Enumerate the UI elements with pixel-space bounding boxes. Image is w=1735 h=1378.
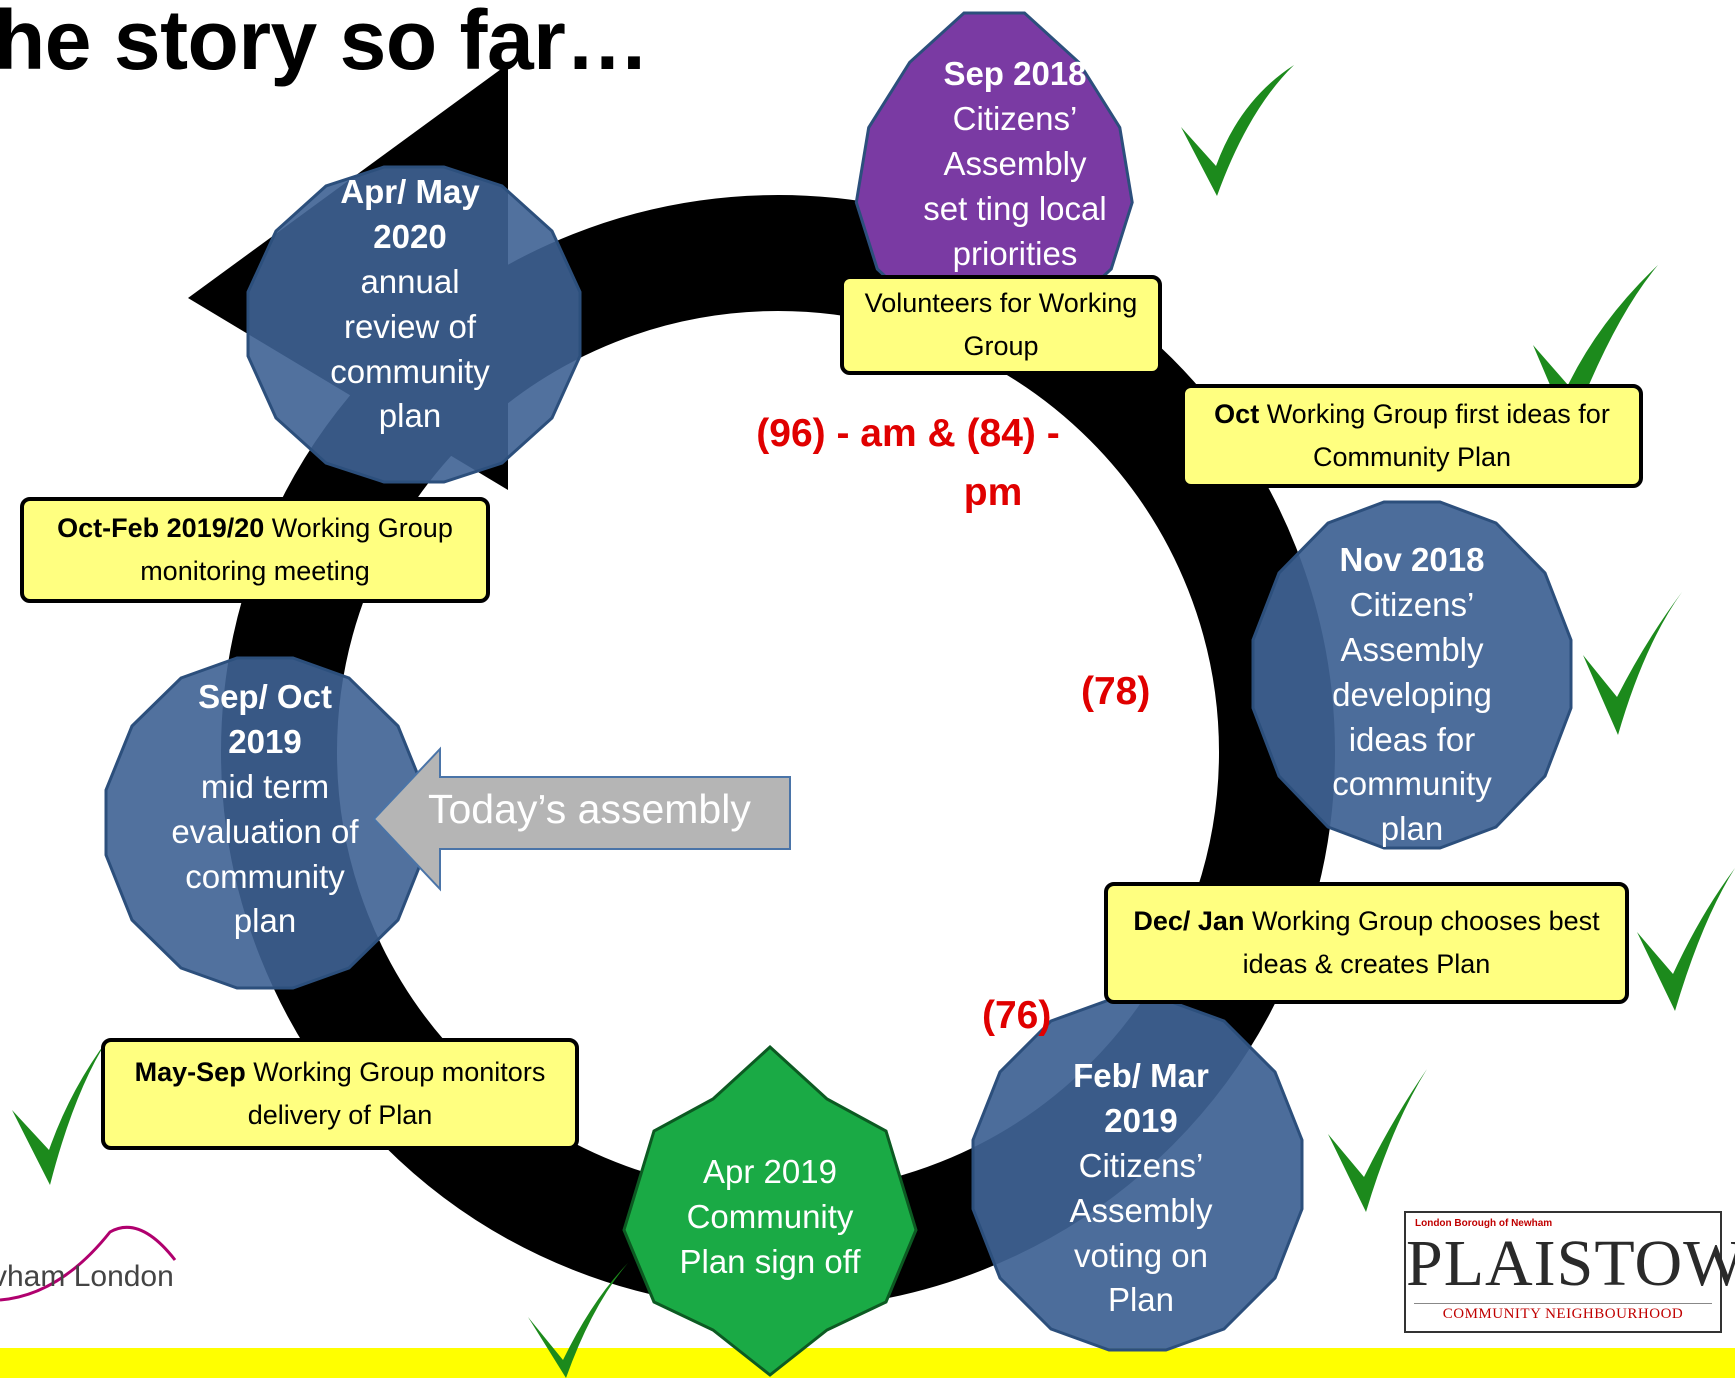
node-apr-2019-star xyxy=(622,1044,918,1377)
plaistow-logo: London Borough of Newham PLAISTOW COMMUN… xyxy=(1404,1211,1735,1333)
today-callout-label: Today’s assembly xyxy=(428,786,751,832)
check-icon-4 xyxy=(1637,868,1735,1011)
newham-logo-text: vham London xyxy=(0,1260,174,1293)
node-sepoct-2019-text: Sep/ Oct 2019 mid term evaluation of com… xyxy=(171,678,359,940)
check-icon-3 xyxy=(1583,592,1682,735)
box-dec-jan: Dec/ Jan Working Group chooses best idea… xyxy=(1104,882,1629,1004)
box-oct-feb: Oct-Feb 2019/20 Working Group monitoring… xyxy=(20,497,490,603)
node-aprmay-2020-shape xyxy=(246,165,582,484)
footer-band xyxy=(0,1348,1735,1378)
node-febmar-2019-shape xyxy=(971,998,1304,1352)
node-apr-2019-text: Apr 2019 Community Plan sign off xyxy=(679,1153,861,1280)
count-sep: (96) - am & (84) - pm xyxy=(756,412,1060,515)
check-icon-1 xyxy=(1181,65,1294,196)
box-may-sep: May-Sep Working Group monitors delivery … xyxy=(101,1038,579,1150)
check-icon-6 xyxy=(528,1263,628,1378)
box-volunteers: Volunteers for Working Group xyxy=(840,275,1162,375)
count-feb: (76) xyxy=(982,994,1052,1037)
node-aprmay-2020-text: Apr/ May 2020 annual review of community… xyxy=(330,173,490,435)
node-nov-2018-text: Nov 2018 Citizens’ Assembly developing i… xyxy=(1332,541,1492,848)
node-sepoct-2019-shape xyxy=(104,656,426,990)
count-nov: (78) xyxy=(1081,670,1151,713)
slide-title: he story so far… xyxy=(0,0,649,87)
node-sep-2018-text: Sep 2018 Citizens’ Assembly set ting loc… xyxy=(923,55,1107,272)
today-callout-arrow xyxy=(372,746,791,892)
node-nov-2018-shape xyxy=(1251,500,1573,850)
check-icon-7 xyxy=(12,1039,108,1185)
node-febmar-2019-text: Feb/ Mar 2019 Citizens’ Assembly voting … xyxy=(1069,1057,1213,1319)
box-oct: Oct Working Group first ideas for Commun… xyxy=(1181,384,1643,488)
check-icon-5 xyxy=(1328,1069,1427,1212)
newham-swoosh xyxy=(0,1225,177,1302)
